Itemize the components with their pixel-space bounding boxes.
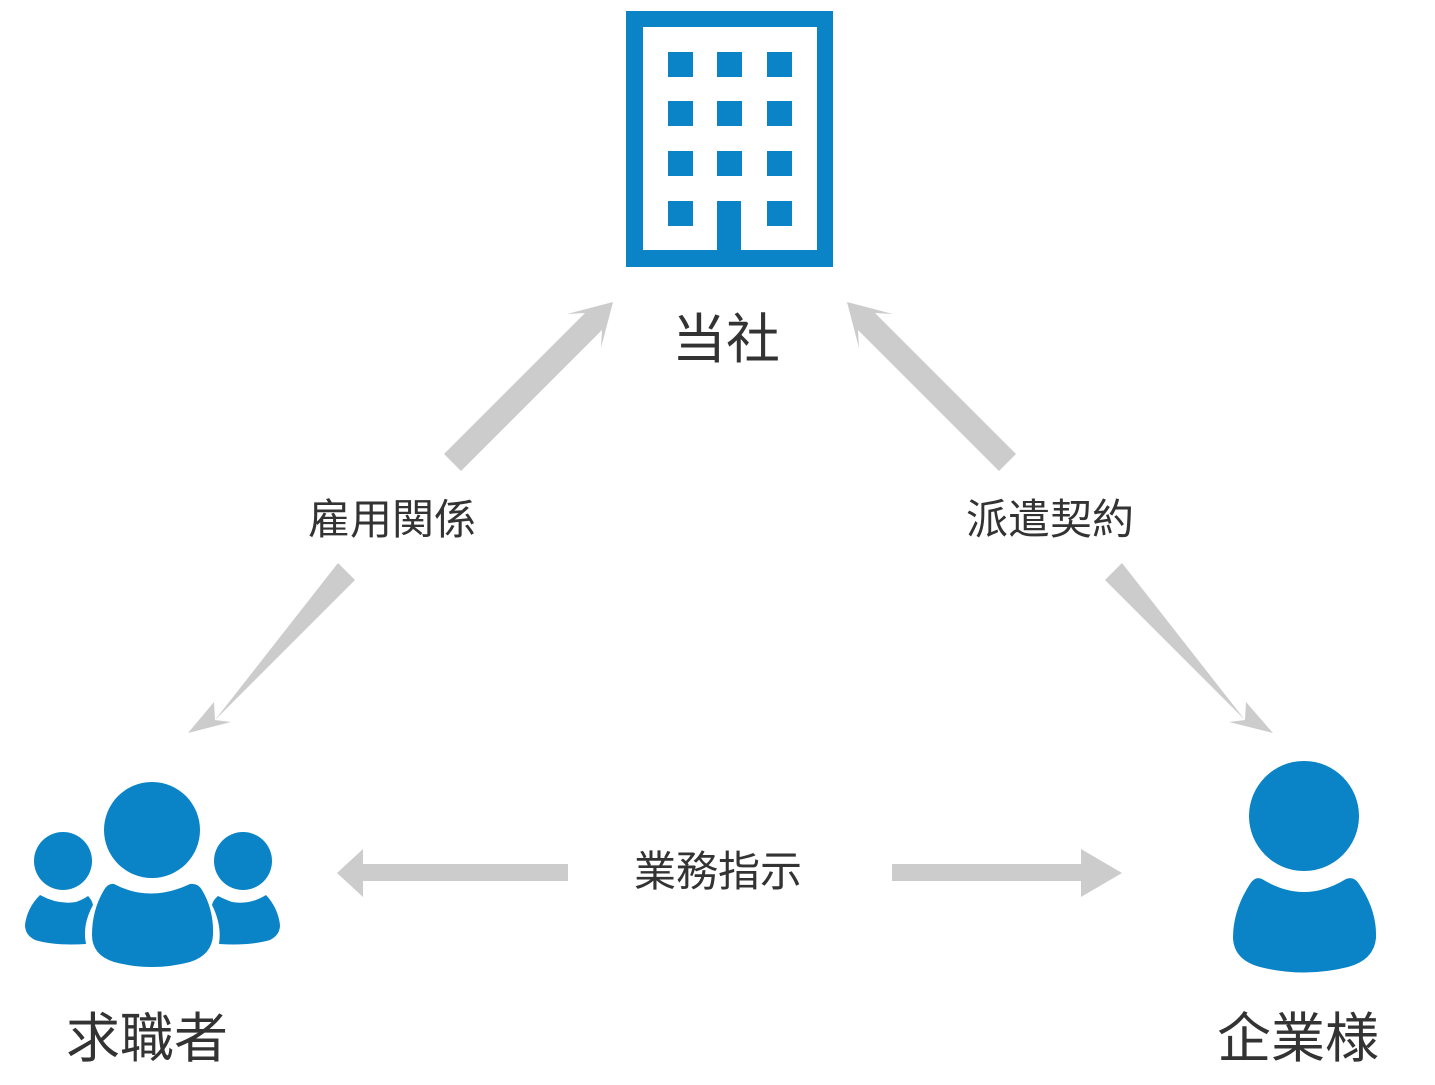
person-head-left bbox=[34, 832, 92, 890]
work-instruction-label: 業務指示 bbox=[634, 847, 803, 896]
building-window bbox=[767, 201, 792, 226]
building-icon bbox=[626, 11, 833, 267]
person-head-center bbox=[104, 782, 200, 878]
person-head bbox=[1249, 761, 1359, 871]
job-seeker-label: 求職者 bbox=[66, 1007, 228, 1070]
company-label: 当社 bbox=[672, 308, 780, 371]
arrows bbox=[188, 302, 1273, 897]
dispatch-contract-label: 派遣契約 bbox=[966, 495, 1135, 544]
group-icon bbox=[25, 782, 280, 967]
building-window bbox=[668, 201, 693, 226]
building-outline bbox=[626, 11, 833, 267]
building-window bbox=[767, 52, 792, 77]
building-window bbox=[767, 101, 792, 126]
arrow-dispatch-to-client bbox=[1105, 563, 1273, 733]
employment-relation-label: 雇用関係 bbox=[308, 495, 477, 544]
client-label: 企業様 bbox=[1217, 1007, 1379, 1070]
person-head-right bbox=[214, 832, 272, 890]
building-window bbox=[767, 151, 792, 176]
building-window bbox=[668, 101, 693, 126]
person-body-left bbox=[25, 895, 93, 945]
building-window bbox=[717, 151, 742, 176]
building-window bbox=[668, 151, 693, 176]
arrow-dispatch-to-company bbox=[847, 302, 1016, 471]
building-window bbox=[717, 52, 742, 77]
arrow-instruction-to-jobseeker bbox=[337, 849, 568, 897]
arrow-employment-to-company bbox=[444, 302, 613, 471]
person-body bbox=[1233, 878, 1377, 973]
person-icon bbox=[1233, 761, 1377, 973]
arrow-employment-to-jobseeker bbox=[188, 563, 355, 733]
person-body-center bbox=[92, 883, 214, 967]
arrow-instruction-to-client bbox=[892, 849, 1122, 897]
person-body-right bbox=[212, 895, 280, 945]
building-window bbox=[717, 101, 742, 126]
building-window bbox=[668, 52, 693, 77]
